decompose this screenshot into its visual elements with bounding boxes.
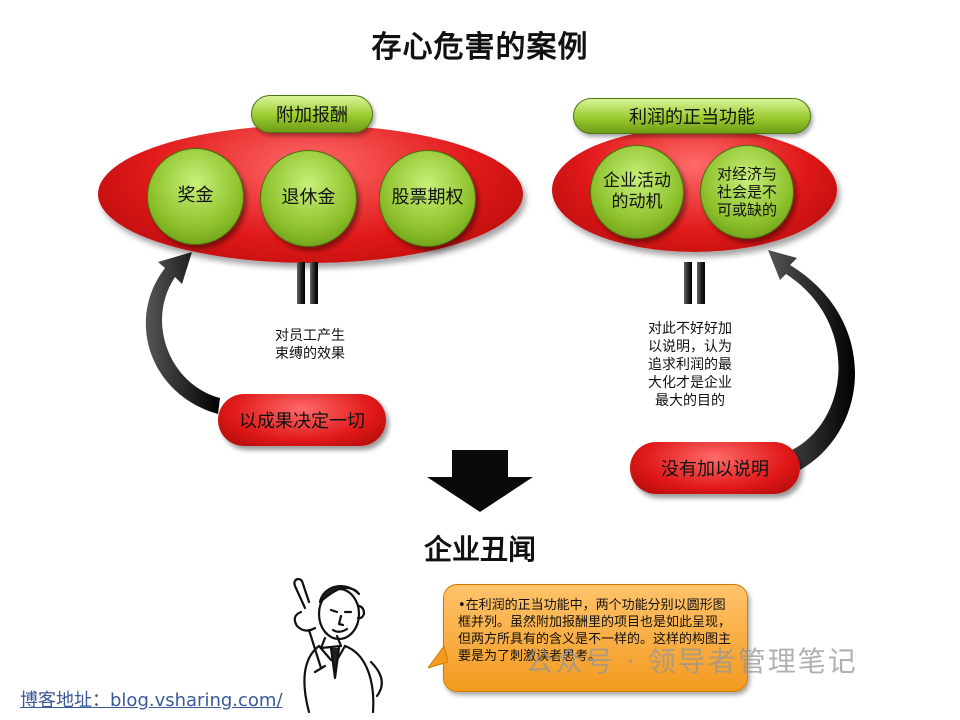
pension-label: 退休金 bbox=[281, 187, 336, 209]
stock-option-label: 股票期权 bbox=[391, 187, 464, 209]
left-note: 对员工产生 束缚的效果 bbox=[240, 327, 380, 363]
right-note-line: 以说明，认为 bbox=[648, 339, 732, 355]
left-curved-arrow bbox=[145, 252, 220, 414]
pension-circle: 退休金 bbox=[260, 150, 357, 247]
indispensable-circle: 对经济与 社会是不 可或缺的 bbox=[700, 145, 794, 239]
subtitle: 企业丑闻 bbox=[423, 533, 536, 566]
right-note-line: 最大的目的 bbox=[655, 393, 725, 409]
motive-label-line: 企业活动 bbox=[603, 170, 671, 191]
left-action-pill: 以成果决定一切 bbox=[218, 394, 386, 446]
indispensable-label-line: 社会是不 bbox=[716, 183, 777, 201]
indispensable-label-line: 可或缺的 bbox=[716, 201, 777, 219]
watermark: 公众号 · 领导者管理笔记 bbox=[525, 645, 858, 678]
right-equals-sign bbox=[684, 262, 706, 304]
right-action-pill: 没有加以说明 bbox=[630, 442, 800, 494]
right-header-pill: 利润的正当功能 bbox=[573, 98, 811, 134]
bonus-label: 奖金 bbox=[177, 185, 214, 207]
left-header-pill: 附加报酬 bbox=[251, 95, 373, 133]
right-note-line: 大化才是企业 bbox=[648, 375, 732, 391]
left-equals-sign bbox=[297, 262, 319, 304]
thinking-man-illustration bbox=[293, 577, 383, 714]
right-header-label: 利润的正当功能 bbox=[629, 107, 755, 128]
blog-link[interactable]: 博客地址：blog.vsharing.com/ bbox=[20, 690, 283, 711]
left-note-line: 束缚的效果 bbox=[275, 346, 345, 362]
right-note-line: 追求利润的最 bbox=[648, 357, 732, 373]
callout-text: •在利润的正当功能中，两个功能分别以圆形图框并列。虽然附加报酬里的项目也是如此呈… bbox=[458, 598, 732, 664]
stock-option-circle: 股票期权 bbox=[379, 150, 476, 247]
right-note: 对此不好好加 以说明，认为 追求利润的最 大化才是企业 最大的目的 bbox=[630, 320, 750, 410]
motive-label-line: 的动机 bbox=[611, 192, 663, 212]
right-action-label: 没有加以说明 bbox=[661, 459, 769, 480]
left-header-label: 附加报酬 bbox=[276, 105, 348, 126]
bonus-circle: 奖金 bbox=[147, 148, 244, 245]
right-note-line: 对此不好好加 bbox=[648, 321, 732, 337]
right-curved-arrow bbox=[768, 250, 855, 470]
motive-circle: 企业活动 的动机 bbox=[590, 145, 684, 239]
left-action-label: 以成果决定一切 bbox=[239, 411, 365, 432]
callout-box: •在利润的正当功能中，两个功能分别以圆形图框并列。虽然附加报酬里的项目也是如此呈… bbox=[443, 584, 748, 692]
left-note-line: 对员工产生 bbox=[275, 328, 345, 344]
callout-pointer bbox=[428, 646, 448, 669]
down-arrow bbox=[427, 450, 533, 512]
page-title: 存心危害的案例 bbox=[371, 30, 589, 65]
indispensable-label-line: 对经济与 bbox=[716, 165, 777, 183]
